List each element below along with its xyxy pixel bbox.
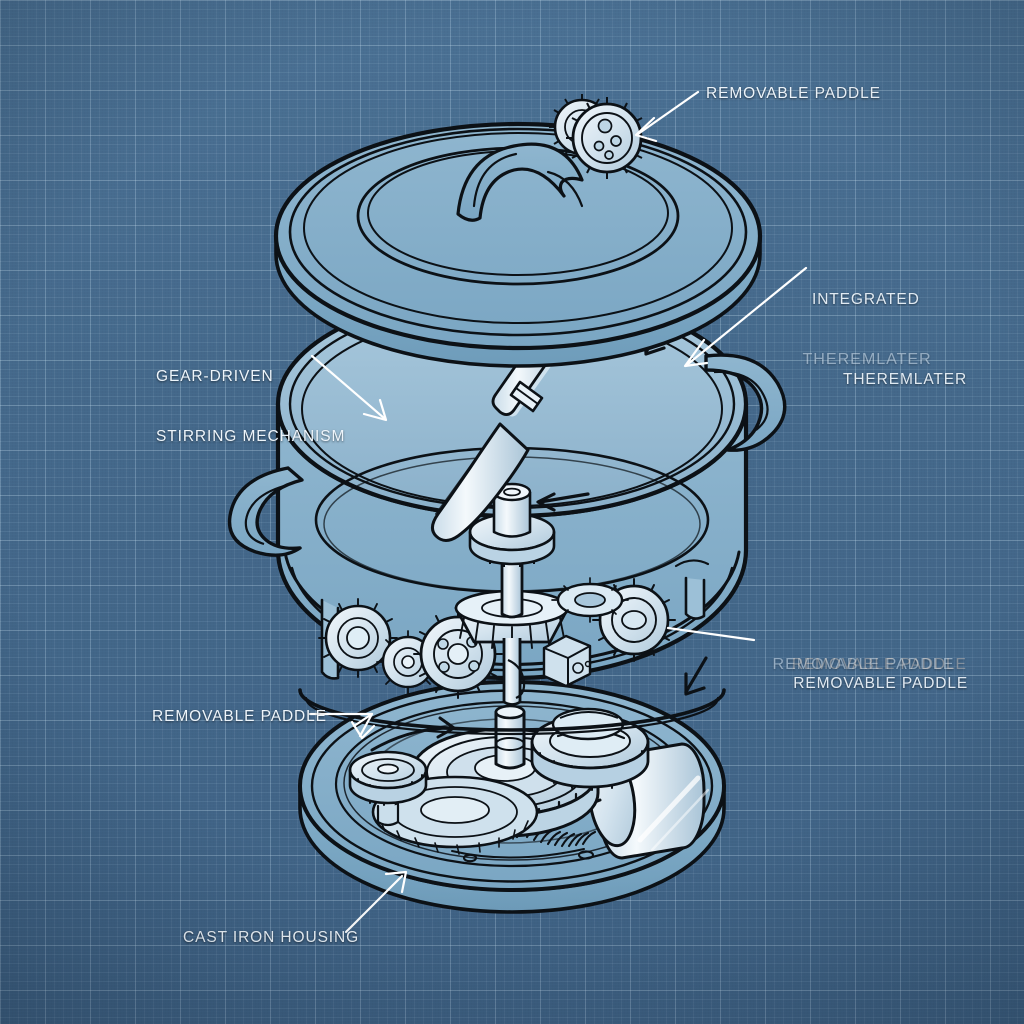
label-ghost-overlay: THEREMLATER [802, 351, 932, 368]
leader-removable-paddle-top [634, 90, 700, 143]
base-output-shaft [494, 704, 526, 770]
label-removable-paddle-top: REMOVABLE PADDLE [706, 85, 881, 102]
label-integrated-thermometer: INTEGRATED THEREMLATER THEREMLATER [802, 250, 968, 470]
part-lid [273, 121, 763, 368]
label-gear-driven-stirring-mechanism: GEAR-DRIVEN STIRRING MECHANISM [156, 327, 345, 487]
label-line-1: GEAR-DRIVEN [156, 368, 274, 385]
label-text-wrap: REMOVABLE PADDLE REMOVABLE PADDLE REMOVA… [772, 656, 969, 692]
label-line-2: THEREMLATER THEREMLATER [802, 351, 968, 388]
label-removable-paddle-left: REMOVABLE PADDLE [152, 708, 327, 725]
label-line-2: STIRRING MECHANISM [156, 428, 346, 445]
sensor-cube [542, 634, 592, 688]
label-line-1: INTEGRATED [812, 291, 920, 308]
label-removable-paddle-right: REMOVABLE PADDLE REMOVABLE PADDLE REMOVA… [762, 634, 968, 774]
label-cast-iron-housing: CAST IRON HOUSING [183, 929, 360, 946]
assembly-arrow-lower-right [684, 656, 708, 696]
label-ghost-overlay-2: REMOVABLE PADDLE [791, 656, 967, 673]
